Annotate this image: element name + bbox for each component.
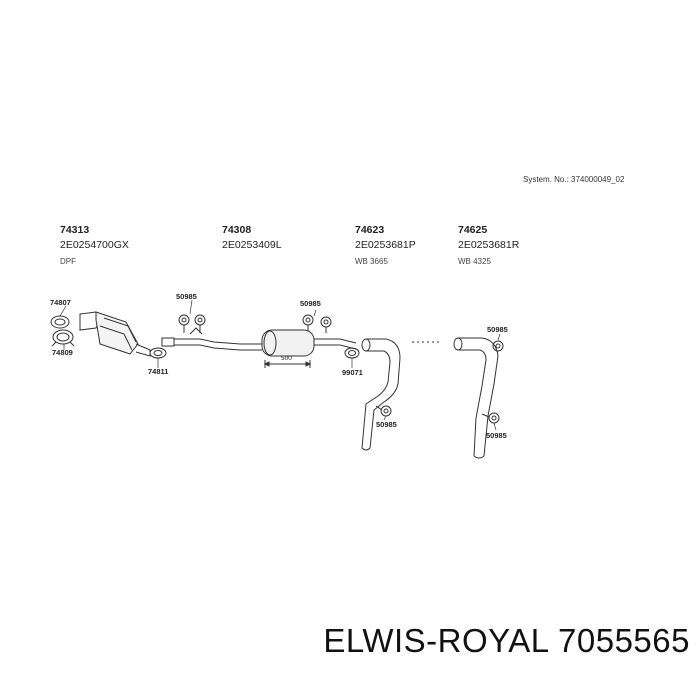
dimension-label: 500 [281, 355, 292, 362]
callout-50985-e: 50985 [486, 431, 507, 440]
clamp-74809 [51, 329, 75, 347]
callout-99071: 99071 [342, 368, 363, 377]
rear-pipe-74625 [453, 337, 499, 459]
oem-number-74625: 2E0253681R [458, 239, 520, 251]
brand-caption: ELWIS-ROYAL 7055565 [323, 622, 690, 659]
hanger-50985-b [302, 314, 332, 333]
note-74625: WB 4325 [458, 257, 491, 266]
leader-lines [59, 299, 501, 431]
middle-muffler [261, 329, 357, 357]
callout-50985-d: 50985 [487, 325, 508, 334]
oem-number-74313: 2E0254700GX [60, 239, 129, 251]
dpf-74313 [79, 311, 151, 357]
callout-50985-b: 50985 [300, 299, 321, 308]
callout-74809: 74809 [52, 348, 73, 357]
note-74313: DPF [60, 257, 76, 266]
hanger-50985-a [178, 314, 206, 333]
dimension-500 [263, 360, 312, 368]
callout-50985-c: 50985 [376, 420, 397, 429]
system-number: System. No.: 374000049_02 [523, 175, 625, 184]
part-number-74623: 74623 [355, 224, 385, 236]
oem-number-74623: 2E0253681P [355, 239, 416, 251]
callout-50985-a: 50985 [176, 292, 197, 301]
hanger-50985-d [492, 340, 504, 352]
note-74623: WB 3665 [355, 257, 388, 266]
callout-74811: 74811 [148, 367, 169, 376]
pipe-74308 [161, 327, 262, 351]
part-number-74308: 74308 [222, 224, 252, 236]
hanger-50985-e [481, 412, 500, 424]
rear-pipe-74623 [361, 338, 401, 451]
part-number-74313: 74313 [60, 224, 90, 236]
oem-number-74308: 2E0253409L [222, 239, 282, 251]
clamp-74811 [149, 347, 167, 359]
callout-74807: 74807 [50, 298, 71, 307]
clamp-99071 [344, 347, 360, 359]
gasket-74807 [50, 315, 70, 329]
part-number-74625: 74625 [458, 224, 488, 236]
hanger-50985-c [375, 405, 392, 417]
